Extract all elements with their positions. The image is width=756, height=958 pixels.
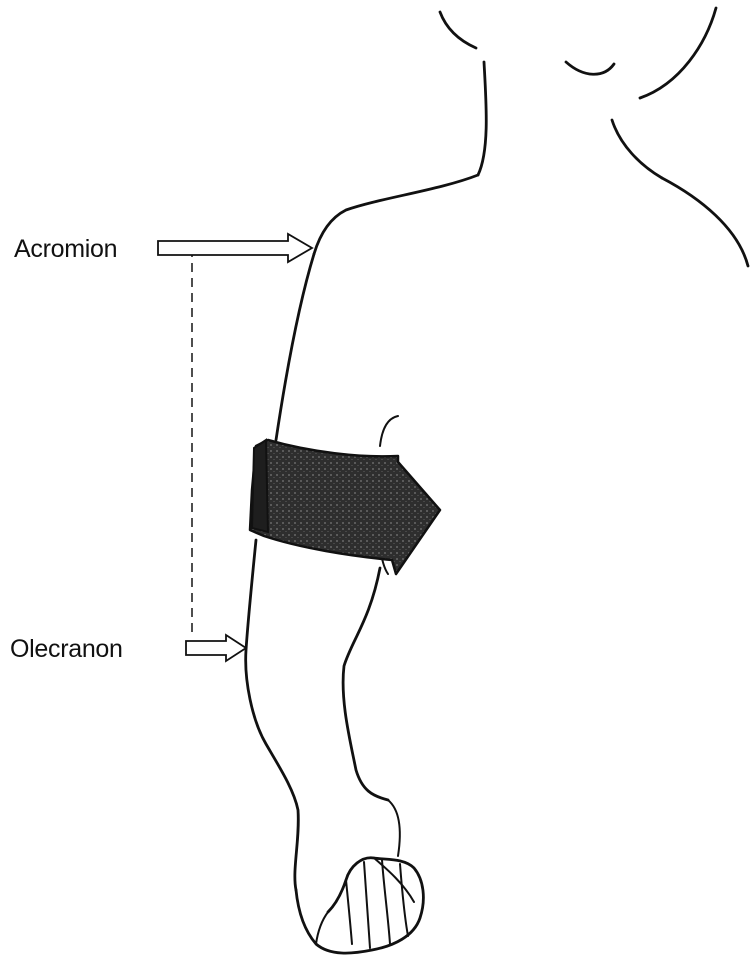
- neck-left: [478, 62, 486, 175]
- fist: [296, 858, 423, 953]
- right-shoulder: [662, 178, 748, 266]
- cuff-arrow: [250, 440, 440, 574]
- neck-right: [612, 120, 662, 178]
- acromion-label: Acromion: [14, 235, 117, 263]
- finger-2: [364, 862, 370, 948]
- forearm-inner: [343, 568, 388, 800]
- forearm-outer: [246, 540, 299, 890]
- finger-4: [400, 864, 408, 936]
- left-shoulder: [314, 175, 478, 254]
- finger-1: [346, 880, 352, 944]
- acromion-pointer: [158, 234, 312, 262]
- cuff-left-end: [252, 440, 268, 532]
- olecranon-label: Olecranon: [10, 635, 123, 663]
- olecranon-arrow: [186, 635, 246, 661]
- forearm: [246, 540, 400, 890]
- cuff-band: [250, 440, 440, 574]
- chin-right: [640, 8, 716, 98]
- acromion-arrow: [158, 234, 312, 262]
- head-neck: [440, 8, 716, 178]
- mouth: [566, 62, 614, 74]
- upper-arm-inner: [380, 416, 398, 446]
- upper-arm-outer: [276, 254, 314, 440]
- olecranon-pointer: [186, 635, 246, 661]
- thumb-line: [316, 912, 328, 944]
- shoulders: [314, 175, 748, 266]
- finger-3: [382, 860, 390, 944]
- face-outline: [440, 12, 476, 48]
- wrist-crease: [388, 800, 400, 856]
